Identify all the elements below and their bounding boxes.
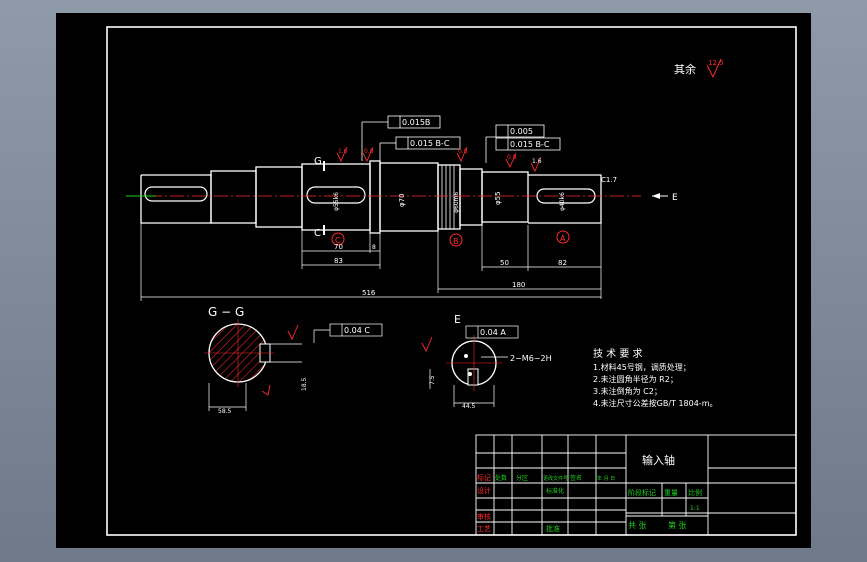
tb-approve: 批准 <box>546 524 560 533</box>
dia-55-label: φ55 <box>494 191 502 205</box>
section-e-roughness-icon <box>421 336 433 353</box>
datum-c-label: C <box>335 236 341 245</box>
section-gg-dia: 58.5 <box>218 408 232 415</box>
section-e-keyway <box>467 368 479 386</box>
dim-516: 516 <box>362 289 376 297</box>
tb-standardization: 标准化 <box>546 487 564 495</box>
thread-hole-2 <box>468 372 472 376</box>
tb-col-sign: 签名 <box>570 474 582 482</box>
tb-stage-mark: 阶段标记 <box>628 488 656 497</box>
tb-row-review: 审核 <box>477 512 491 521</box>
dim-83: 83 <box>334 257 343 265</box>
thread-lines <box>441 165 455 229</box>
dia-70-label: φ70 <box>398 193 406 207</box>
arrow-head-icon <box>652 193 660 199</box>
tb-scale: 比例 <box>688 488 702 497</box>
tb-row-mark: 标记 <box>477 473 491 482</box>
section-e-dia: 44.5 <box>462 403 476 410</box>
note-2: 2.未注圆角半径为 R2； <box>593 374 678 384</box>
section-e-tolerance: 0.04 A <box>480 328 506 337</box>
tolerance-2-value: 0.015 B-C <box>410 139 450 148</box>
note-1: 1.材料45号钢，调质处理； <box>593 362 691 372</box>
roughness-mark-3: 0.8 <box>458 148 468 155</box>
section-gg-tolerance: 0.04 C <box>344 326 370 335</box>
shaft-outline <box>140 160 602 234</box>
section-e-title: E <box>454 313 461 326</box>
tolerance-3-value: 0.005 <box>510 127 533 136</box>
dia-mid-label: φ55k6 <box>333 192 340 211</box>
chamfer-label: C1.7 <box>601 176 617 184</box>
dim-8: 8 <box>372 244 376 251</box>
note-4: 4.未注尺寸公差按GB/T 1804-m。 <box>593 398 717 408</box>
tb-scale-value: 1:1 <box>690 505 700 512</box>
notes-title: 技 术 要 求 <box>593 347 643 360</box>
roughness-mark-5: 1.6 <box>532 158 542 165</box>
datum-b-label: B <box>453 237 459 246</box>
section-e-tolerance-frame <box>465 325 519 339</box>
keyway-left <box>144 186 208 202</box>
roughness-mark-4: 0.8 <box>507 154 517 161</box>
tolerance-1-value: 0.015B <box>402 118 430 127</box>
roughness-default-value: 12.5 <box>708 59 724 67</box>
tolerance-4-value: 0.015 B-C <box>510 140 550 149</box>
dim-70: 70 <box>334 243 343 251</box>
tb-row-design: 设计 <box>477 486 491 495</box>
roughness-mark-1: 1.6 <box>338 148 348 155</box>
view-e-label: E <box>672 193 678 203</box>
dim-180: 180 <box>512 281 525 289</box>
section-gg-roughness-icon <box>287 324 299 341</box>
section-gg-title: G − G <box>208 305 244 319</box>
roughness-other-label: 其余 <box>674 62 696 76</box>
roughness-symbol-icon <box>706 58 722 79</box>
dia-60-label: φ60m6 <box>453 192 460 213</box>
datum-a-label: A <box>560 234 566 243</box>
tb-col-zone: 分区 <box>516 474 528 482</box>
thread-spec: 2−M6−2H <box>510 354 552 363</box>
part-name: 输入轴 <box>642 453 675 467</box>
datum-a-circle <box>556 230 570 244</box>
tb-total-sheets: 共 张 <box>628 521 647 530</box>
dia-end-label: φ40k6 <box>559 192 566 211</box>
dim-50: 50 <box>500 259 509 267</box>
title-block-grid <box>475 434 797 536</box>
thread-hole-1 <box>464 354 468 358</box>
dimension-lines <box>140 223 602 301</box>
tb-col-count: 处数 <box>495 474 507 482</box>
section-g-bottom: C <box>314 228 321 239</box>
section-e-width: 7.5 <box>429 375 436 385</box>
note-3: 3.未注倒角为 C2； <box>593 386 662 396</box>
section-gg-roughness2-icon <box>261 384 271 396</box>
roughness-mark-2: 0.8 <box>364 148 374 155</box>
datum-c-circle <box>331 232 345 246</box>
datum-b-circle <box>449 233 463 247</box>
tb-weight: 重量 <box>664 489 678 497</box>
tb-sheet-number: 第 张 <box>668 520 687 530</box>
tb-row-process: 工艺 <box>477 525 491 533</box>
tb-col-date: 年 月 日 <box>597 475 615 482</box>
cad-viewport[interactable]: 其余 12.5 E C1.7 G <box>56 13 811 548</box>
section-g-top: G <box>314 156 322 167</box>
tb-col-doc: 更改文件号 <box>543 475 568 482</box>
tolerance-frame-3 <box>495 124 545 138</box>
roughness-marks <box>336 146 542 173</box>
sheet-border <box>106 26 797 536</box>
section-gg-width: 18.5 <box>301 377 308 391</box>
dim-82: 82 <box>558 259 567 267</box>
keyway-mid <box>306 186 366 204</box>
engineering-drawing: 其余 12.5 E C1.7 G <box>106 26 797 536</box>
tolerance-frame-4 <box>495 137 561 151</box>
